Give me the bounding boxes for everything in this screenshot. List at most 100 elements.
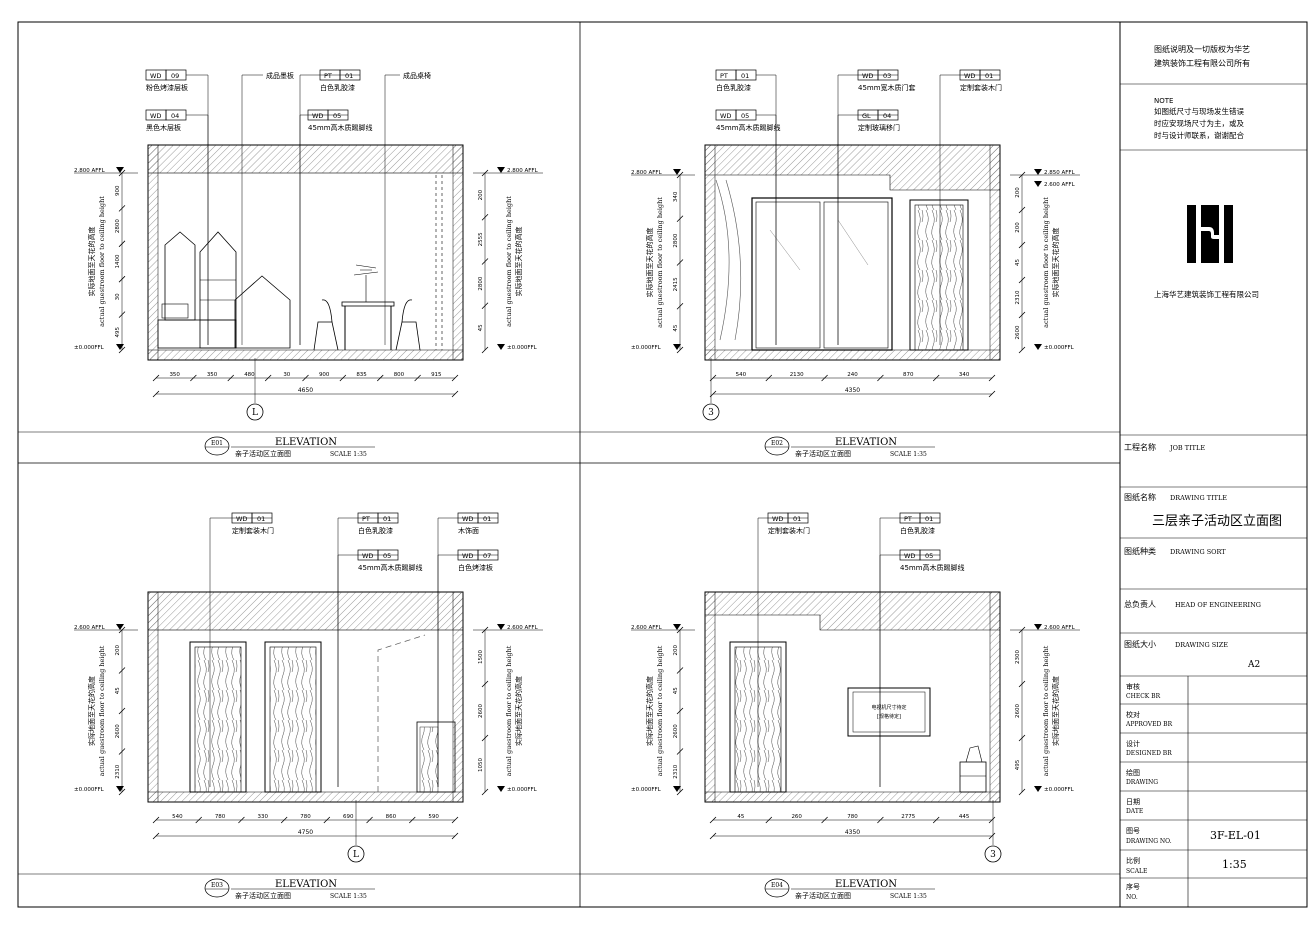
dimension-value: 2130 [790, 372, 804, 378]
material-code: WD [862, 72, 873, 80]
elevation-id: E02 [771, 440, 783, 447]
material-number: 01 [985, 72, 993, 80]
material-code: WD [772, 515, 783, 523]
height-label-right: actual guestroom floor to ceiling height… [1042, 197, 1060, 328]
elevation-scale: SCALE 1:35 [890, 893, 927, 900]
svg-text:±0.000FFL: ±0.000FFL [1044, 345, 1075, 351]
total-dimension: 4750 [298, 829, 313, 836]
material-number: 01 [483, 515, 491, 523]
material-number: 04 [171, 112, 179, 120]
material-number: 05 [741, 112, 749, 120]
drawing-title-value: 三层亲子活动区立面图 [1152, 514, 1282, 529]
floor-level-marks: ±0.000FFL±0.000FFL [631, 344, 1075, 351]
check-cn: 审核 [1126, 682, 1140, 691]
dimension-value: 45 [478, 324, 484, 331]
material-code: WD [236, 515, 247, 523]
material-number: 09 [171, 72, 179, 80]
copyright-line-1: 图纸说明及一切版权为华艺 [1154, 44, 1250, 54]
dimension-value: 2555 [478, 232, 484, 246]
elevation-scale: SCALE 1:35 [330, 893, 367, 900]
dimension-value: 330 [258, 814, 269, 820]
dimension-value: 835 [356, 372, 367, 378]
svg-text:2.800 AFFL: 2.800 AFFL [74, 168, 106, 174]
check-en: CHECK BR [1126, 693, 1161, 700]
svg-text:实际地面至天花的高度: 实际地面至天花的高度 [1051, 228, 1060, 298]
elevation-id: E01 [211, 440, 223, 447]
material-description: 45mm高木质踢脚线 [900, 563, 965, 572]
svg-text:actual guestroom floor to ceil: actual guestroom floor to ceiling height [98, 645, 106, 776]
scale-en: SCALE [1126, 868, 1147, 875]
elevation-subtitle: 亲子活动区立面图 [235, 449, 291, 458]
date-cn: 日期 [1126, 798, 1140, 806]
svg-text:actual guestroom floor to ceil: actual guestroom floor to ceiling height [98, 196, 106, 327]
material-description: 木饰面 [458, 526, 479, 535]
material-description: 定制套装木门 [768, 526, 810, 535]
note-line-3: 时与设计师联系，谢谢配合 [1154, 130, 1244, 140]
material-code: PT [362, 515, 370, 523]
elevation-e01 [147, 144, 464, 361]
material-description: 粉色烤漆层板 [146, 83, 188, 92]
product-label: 成品墨板 [266, 71, 294, 80]
material-description: 定制套装木门 [960, 83, 1002, 92]
svg-text:actual guestroom floor to ceil: actual guestroom floor to ceiling height [1042, 645, 1050, 776]
elevation-word: ELEVATION [275, 879, 337, 890]
svg-text:L: L [252, 408, 258, 418]
svg-text:实际地面至天花的高度: 实际地面至天花的高度 [1051, 676, 1060, 746]
scale-cn: 比例 [1126, 856, 1140, 865]
svg-text:actual guestroom floor to ceil: actual guestroom floor to ceiling height [656, 197, 664, 328]
elevation-scale: SCALE 1:35 [890, 451, 927, 458]
dimension-value: 445 [959, 814, 970, 820]
material-code: PT [904, 515, 912, 523]
drawn-cn: 绘图 [1126, 768, 1140, 777]
material-number: 01 [383, 515, 391, 523]
dimension-value: 2800 [115, 219, 121, 233]
note-line-2: 时应安现场尺寸为主，或及 [1154, 118, 1244, 128]
svg-text:actual guestroom floor to ceil: actual guestroom floor to ceiling height [1042, 197, 1050, 328]
product-label: 成品桌椅 [403, 71, 431, 80]
drawing-no-cn: 图号 [1126, 827, 1140, 835]
dimension-value: 45 [115, 687, 121, 694]
dimension-value: 2600 [1015, 325, 1021, 339]
svg-text:actual guestroom floor to ceil: actual guestroom floor to ceiling height [505, 645, 513, 776]
dimension-value: 495 [1015, 759, 1021, 770]
ceiling-level-left: 2.600 AFFL [631, 624, 695, 631]
svg-text:实际地面至天花的高度: 实际地面至天花的高度 [514, 227, 523, 297]
ceiling-level-left: 2.800 AFFL [631, 169, 695, 176]
svg-text:3: 3 [990, 850, 996, 860]
company-name: 上海华艺建筑装饰工程有限公司 [1154, 289, 1259, 299]
drawing-sort-cn: 图纸种类 [1124, 546, 1156, 556]
material-description: 白色乳胶漆 [320, 83, 355, 92]
drawing-title-en: DRAWING TITLE [1170, 494, 1227, 502]
ceiling-level-left: 2.800 AFFL [74, 167, 138, 174]
elevation-id: E03 [211, 882, 223, 889]
dimension-value: 200 [1015, 187, 1021, 198]
tv-sublabel: [规格待定] [877, 713, 901, 720]
material-number: 05 [383, 552, 391, 560]
elevation-subtitle: 亲子活动区立面图 [235, 891, 291, 900]
dimension-value: 480 [244, 372, 255, 378]
scale-value: 1:35 [1222, 858, 1247, 871]
material-number: 01 [793, 515, 801, 523]
elevation-word: ELEVATION [835, 879, 897, 890]
dimension-value: 2600 [673, 724, 679, 738]
dimension-value: 780 [847, 814, 858, 820]
material-code: GL [862, 112, 871, 120]
dimension-value: 200 [673, 645, 679, 656]
svg-text:实际地面至天花的高度: 实际地面至天花的高度 [87, 676, 96, 746]
drawn-en: DRAWING [1126, 779, 1158, 786]
elevation-e04: 电视机尺寸待定 [规格待定] [704, 591, 1001, 803]
dimension-value: 1400 [115, 254, 121, 268]
